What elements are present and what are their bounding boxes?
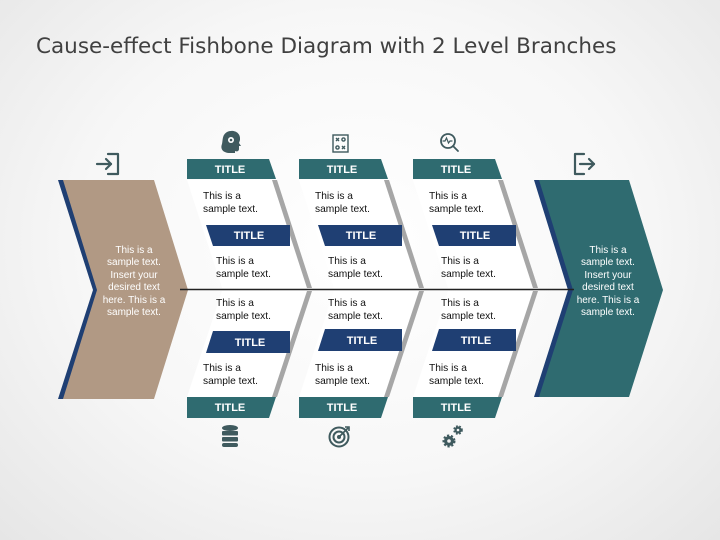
title-bottom-3: TITLE	[440, 402, 472, 414]
title-top-mid-bg-2	[318, 225, 402, 246]
title-bottom-mid-bg-2	[318, 329, 402, 351]
sample-text-2-1: This is a sample text.	[315, 191, 370, 215]
title-top-mid-2: TITLE	[345, 230, 377, 242]
sample-text-3-3: This is a sample text.	[441, 298, 496, 322]
title-bottom-mid-2: TITLE	[346, 335, 378, 347]
title-bottom-mid-bg-1	[206, 331, 290, 353]
left-chevron	[63, 180, 188, 399]
sign-in-icon	[95, 152, 120, 176]
slide-title: Cause-effect Fishbone Diagram with 2 Lev…	[36, 34, 617, 59]
title-top-mid-3: TITLE	[459, 230, 491, 242]
sample-text-1-1: This is a sample text.	[203, 191, 258, 215]
sample-text-2-2: This is a sample text.	[328, 256, 383, 280]
sample-text-3-2: This is a sample text.	[441, 256, 496, 280]
database-icon	[222, 425, 238, 447]
strategy-board-icon	[332, 134, 349, 153]
title-top-bg-1	[187, 159, 276, 179]
title-top-mid-bg-3	[432, 225, 516, 246]
title-top-mid-1: TITLE	[233, 230, 265, 242]
right-box-text: This is a sample text. Insert your desir…	[576, 245, 640, 319]
gears-icon	[442, 425, 463, 448]
title-top-2: TITLE	[326, 164, 358, 176]
sign-out-icon	[573, 152, 596, 176]
sample-text-3-4: This is a sample text.	[429, 363, 484, 387]
title-bottom-bg-3	[413, 397, 502, 418]
title-bottom-bg-1	[187, 397, 276, 418]
magnifier-pulse-icon	[440, 133, 459, 152]
head-gears-icon	[221, 130, 241, 153]
title-top-3: TITLE	[440, 164, 472, 176]
sample-text-2-3: This is a sample text.	[328, 298, 383, 322]
title-bottom-mid-1: TITLE	[234, 337, 266, 349]
title-bottom-1: TITLE	[214, 402, 246, 414]
sample-text-1-4: This is a sample text.	[203, 363, 258, 387]
left-box-text: This is a sample text. Insert your desir…	[102, 245, 166, 319]
title-top-1: TITLE	[214, 164, 246, 176]
sample-text-1-2: This is a sample text.	[216, 256, 271, 280]
sample-text-2-4: This is a sample text.	[315, 363, 370, 387]
sample-text-1-3: This is a sample text.	[216, 298, 271, 322]
right-chevron	[539, 180, 663, 397]
title-bottom-mid-3: TITLE	[460, 335, 492, 347]
title-bottom-bg-2	[299, 397, 388, 418]
title-top-bg-3	[413, 159, 502, 179]
title-bottom-2: TITLE	[326, 402, 358, 414]
title-bottom-mid-bg-3	[432, 329, 516, 351]
title-top-mid-bg-1	[206, 225, 290, 246]
title-top-bg-2	[299, 159, 388, 179]
sample-text-3-1: This is a sample text.	[429, 191, 484, 215]
target-icon	[328, 426, 350, 448]
